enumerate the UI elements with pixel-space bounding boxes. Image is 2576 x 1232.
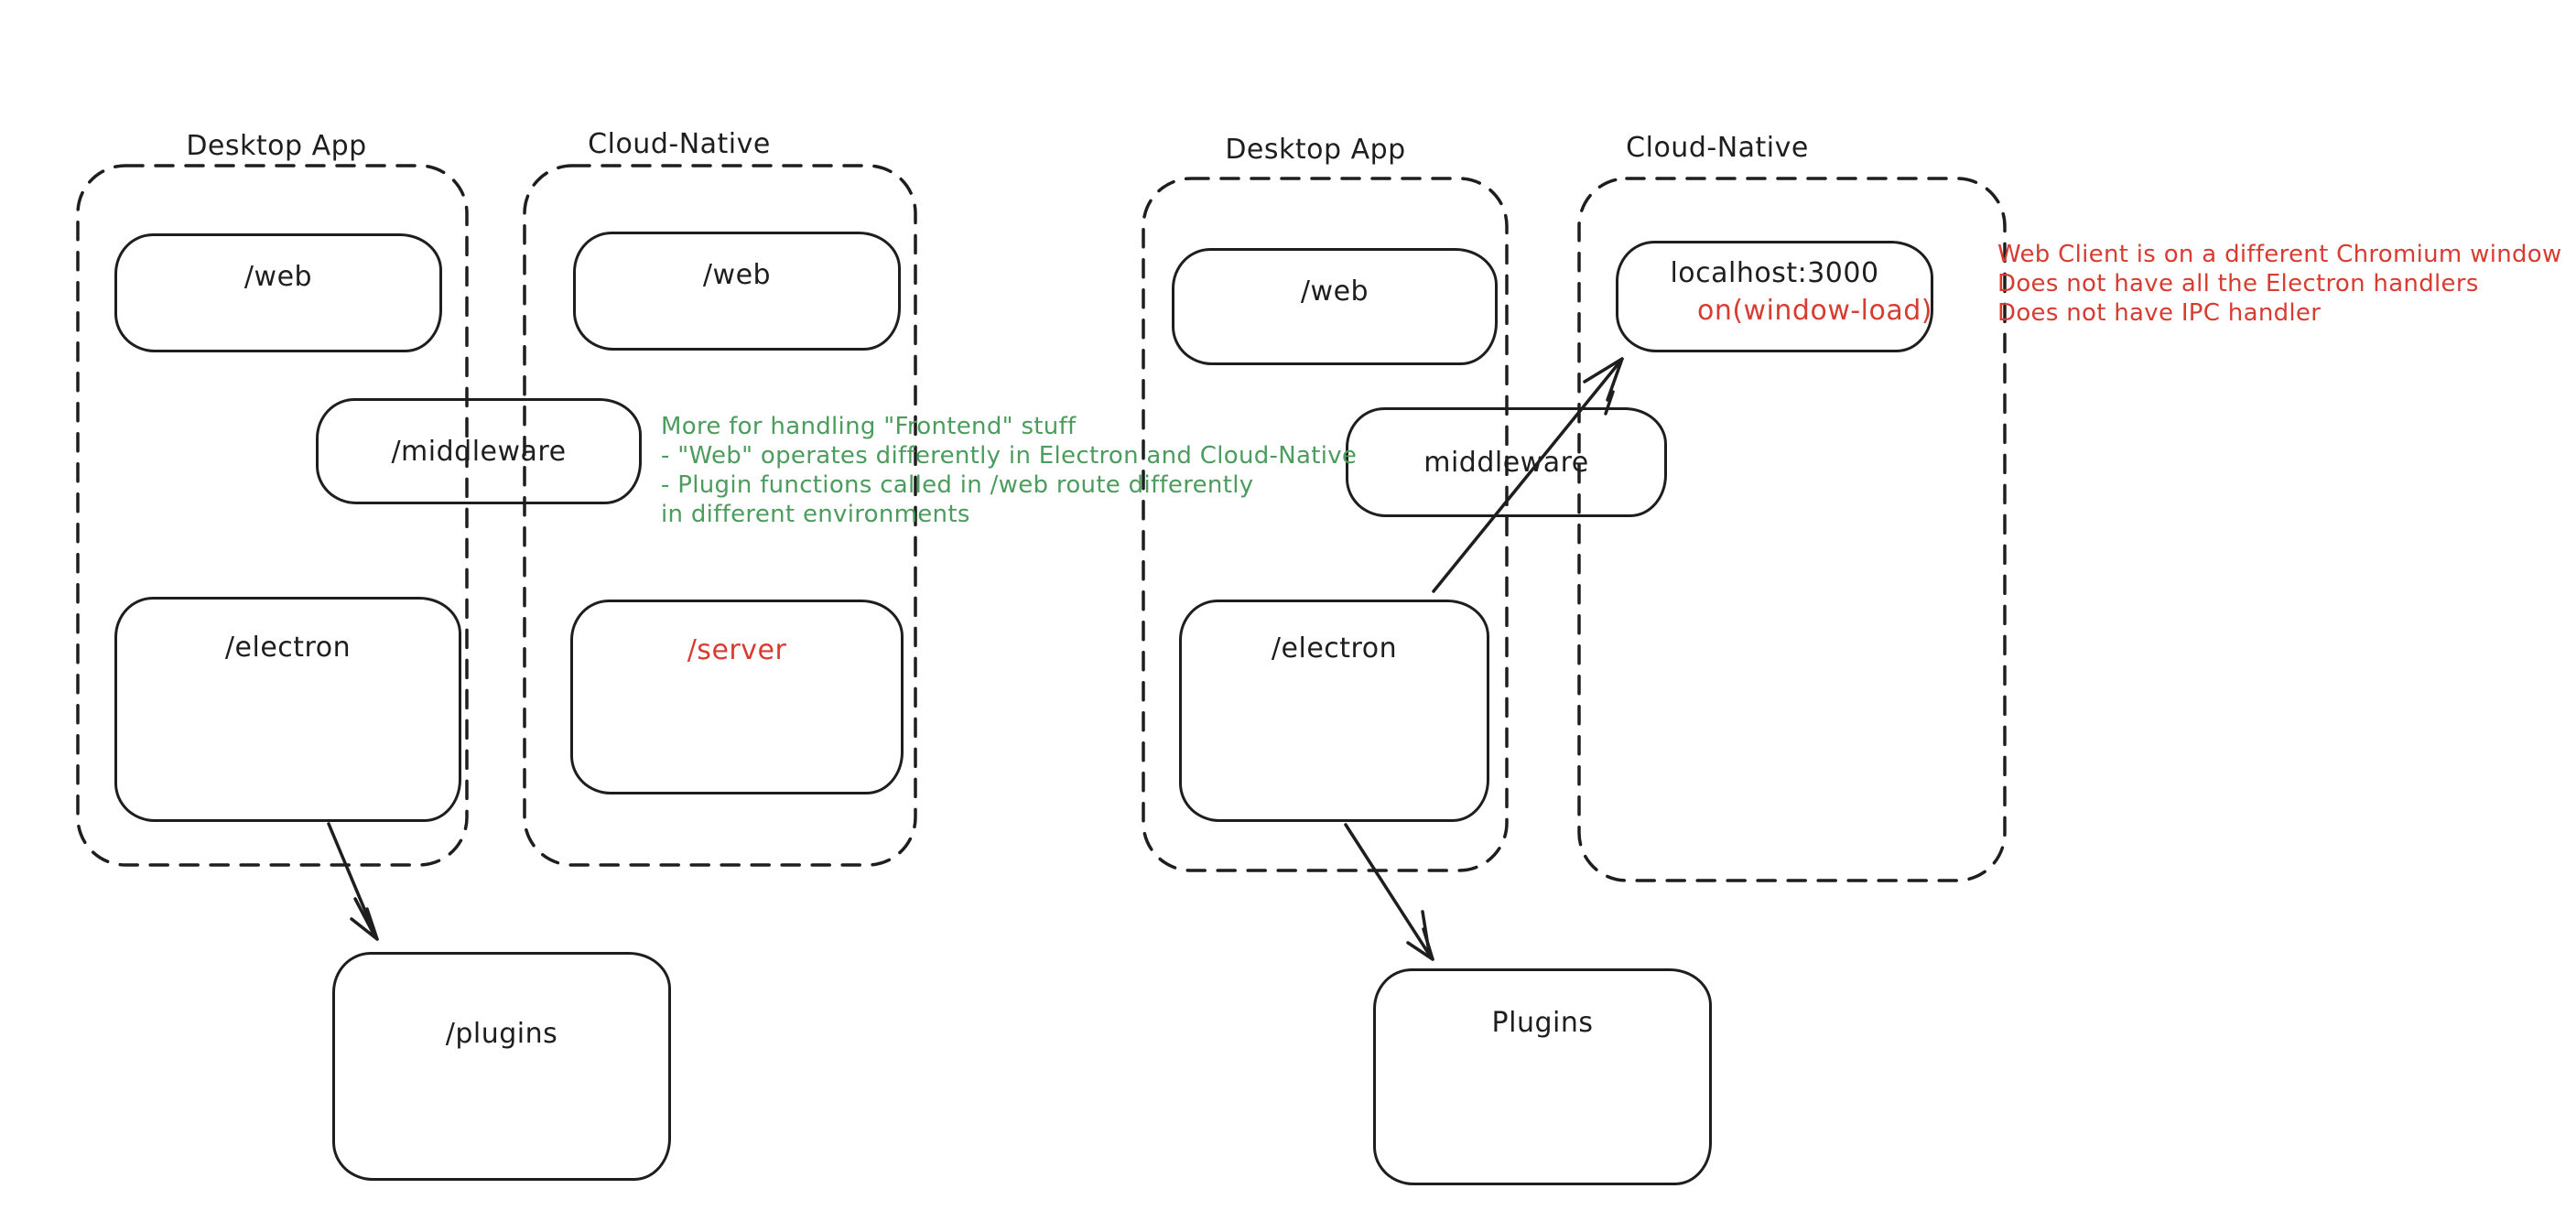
note-web-client-red: Web Client is on a different Chromium wi… (1997, 240, 2562, 328)
box-web-desktop-left: /web (114, 233, 442, 352)
note-frontend-line: - Plugin functions called in /web route … (661, 471, 1254, 499)
group-label-cloud-native-right: Cloud-Native (1626, 132, 1809, 164)
arrow-electron-to-localhost (1432, 357, 1624, 593)
note-frontend-line: More for handling "Frontend" stuff (661, 413, 1077, 440)
group-label-cloud-native-left: Cloud-Native (588, 128, 771, 160)
box-plugins-right-label: Plugins (1491, 1007, 1594, 1039)
box-plugins-left: /plugins (332, 952, 671, 1181)
box-middleware-left: /middleware (316, 398, 642, 504)
box-localhost-3000-label: localhost:3000 (1670, 257, 1879, 289)
container-cloud-native-left (523, 164, 917, 867)
box-web-right: /web (1172, 248, 1498, 365)
box-electron-right-label: /electron (1271, 632, 1398, 665)
box-web-cloud-left-label: /web (702, 259, 772, 291)
arrow-electron-to-plugins-left (327, 822, 379, 941)
note-web-client-line: Does not have IPC handler (1997, 299, 2322, 327)
note-web-client-line: Web Client is on a different Chromium wi… (1997, 241, 2562, 268)
group-label-desktop-app-right: Desktop App (1225, 134, 1406, 166)
box-electron-left-label: /electron (224, 632, 352, 664)
box-middleware-right: middleware (1346, 407, 1667, 517)
note-frontend-green: More for handling "Frontend" stuff - "We… (661, 412, 1357, 529)
box-electron-right: /electron (1179, 600, 1489, 822)
container-desktop-app-right (1142, 177, 1509, 872)
box-localhost-3000: localhost:3000 on(window-load) (1616, 241, 1933, 352)
note-frontend-line: - "Web" operates differently in Electron… (661, 442, 1358, 470)
box-electron-left: /electron (114, 597, 461, 822)
container-desktop-app-left (76, 164, 469, 867)
box-web-desktop-left-label: /web (244, 261, 313, 293)
localhost-window-load-label: on(window-load) (1696, 295, 1933, 327)
box-server: /server (570, 600, 904, 794)
box-middleware-left-label: /middleware (391, 435, 567, 468)
container-cloud-native-right (1577, 177, 2007, 882)
note-web-client-line: Does not have all the Electron handlers (1997, 270, 2479, 297)
group-label-desktop-app-left: Desktop App (186, 130, 367, 162)
box-web-cloud-left: /web (573, 232, 901, 351)
arrow-electron-to-plugins-right (1344, 823, 1434, 961)
box-web-right-label: /web (1300, 276, 1369, 308)
box-server-label: /server (687, 634, 787, 666)
note-frontend-line: in different environments (661, 501, 970, 528)
box-plugins-right: Plugins (1373, 968, 1712, 1185)
box-middleware-right-label: middleware (1423, 446, 1589, 479)
box-plugins-left-label: /plugins (445, 1018, 558, 1050)
